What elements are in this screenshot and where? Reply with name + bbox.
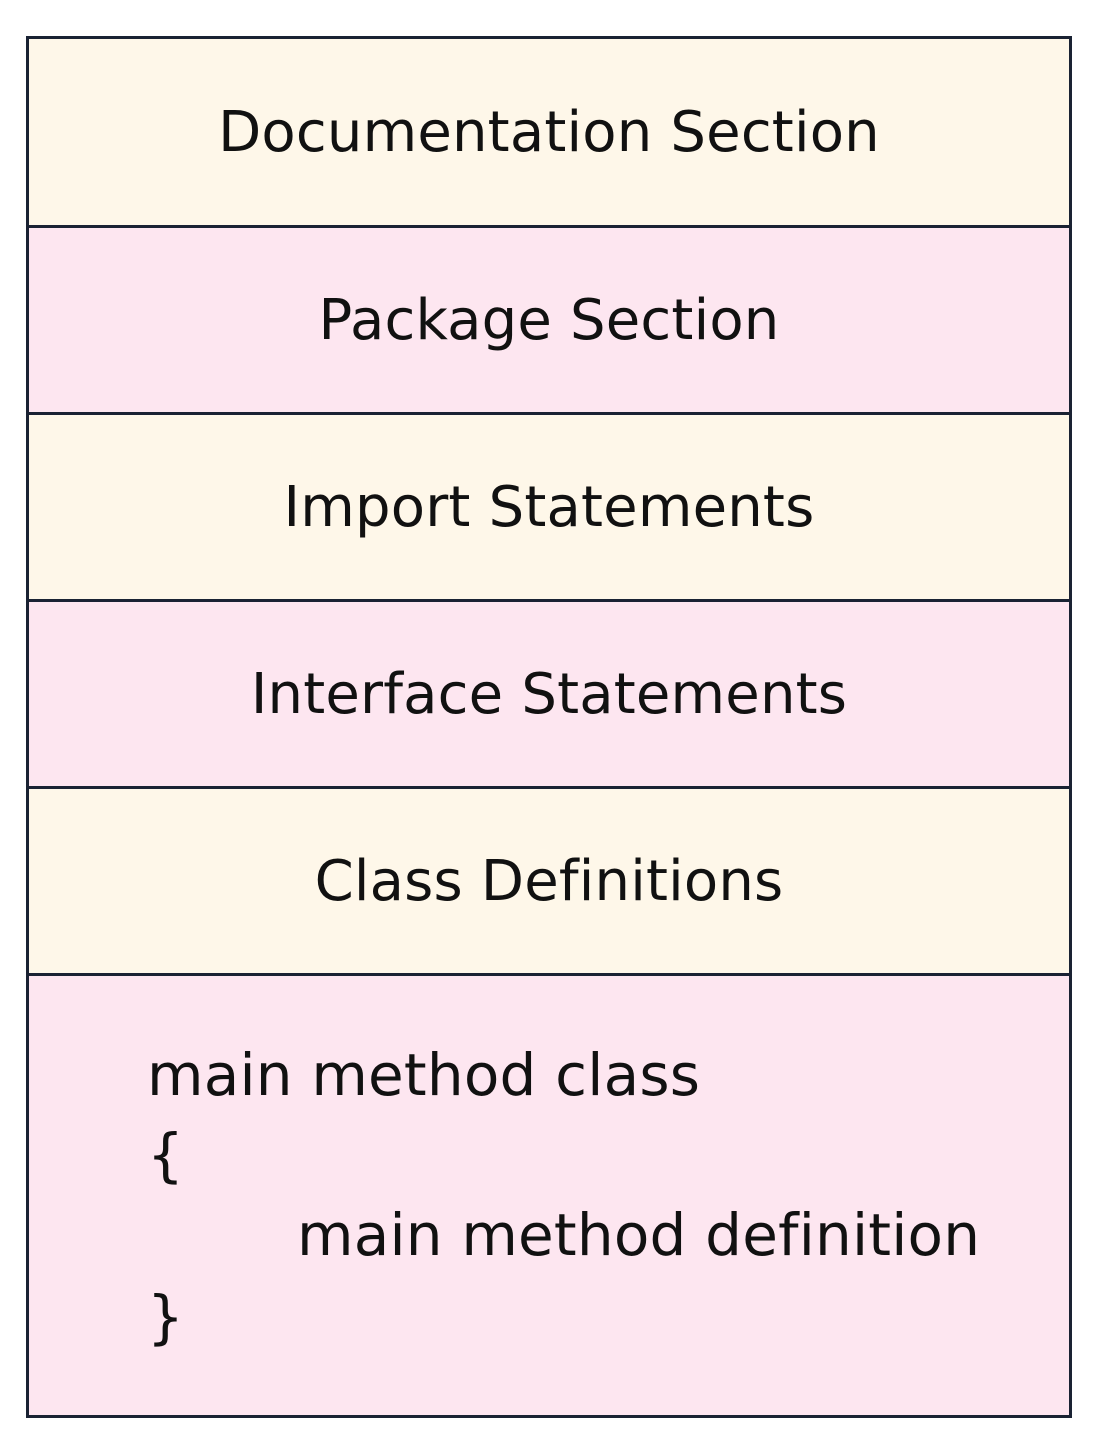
main-method-class-block: main method class { main method definiti… <box>29 976 1069 1415</box>
documentation-section-label: Documentation Section <box>218 99 880 165</box>
class-definitions-label: Class Definitions <box>314 848 784 914</box>
divider <box>29 599 1069 602</box>
divider <box>29 225 1069 228</box>
import-statements-block: Import Statements <box>29 415 1069 599</box>
open-brace: { <box>147 1121 185 1189</box>
import-statements-label: Import Statements <box>283 474 815 540</box>
java-program-structure-diagram: Documentation Section Package Section Im… <box>26 36 1072 1418</box>
main-method-definition-line: main method definition <box>297 1201 981 1269</box>
main-method-class-line: main method class <box>147 1041 701 1109</box>
interface-statements-block: Interface Statements <box>29 602 1069 786</box>
class-definitions-block: Class Definitions <box>29 789 1069 973</box>
close-brace: } <box>147 1283 185 1351</box>
divider <box>29 412 1069 415</box>
interface-statements-label: Interface Statements <box>250 661 848 727</box>
divider <box>29 786 1069 789</box>
divider <box>29 973 1069 976</box>
package-section-label: Package Section <box>318 287 780 353</box>
documentation-section-block: Documentation Section <box>29 39 1069 225</box>
package-section-block: Package Section <box>29 228 1069 412</box>
